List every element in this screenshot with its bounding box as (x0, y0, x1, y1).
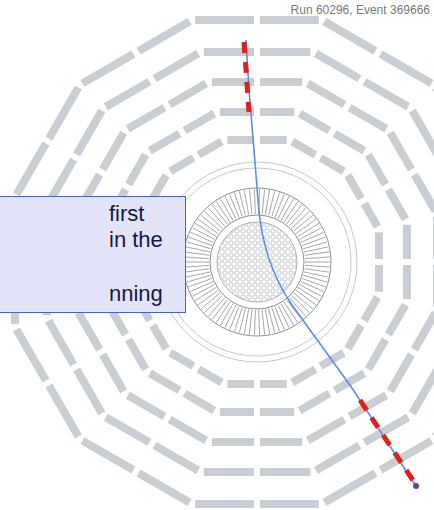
run-event-label: Run 60296, Event 369666 (291, 3, 430, 17)
callout-box: firstin the nning (0, 196, 186, 313)
callout-text: first (109, 201, 144, 227)
callout-text: in the (109, 227, 163, 253)
callout-text: nning (109, 281, 163, 307)
